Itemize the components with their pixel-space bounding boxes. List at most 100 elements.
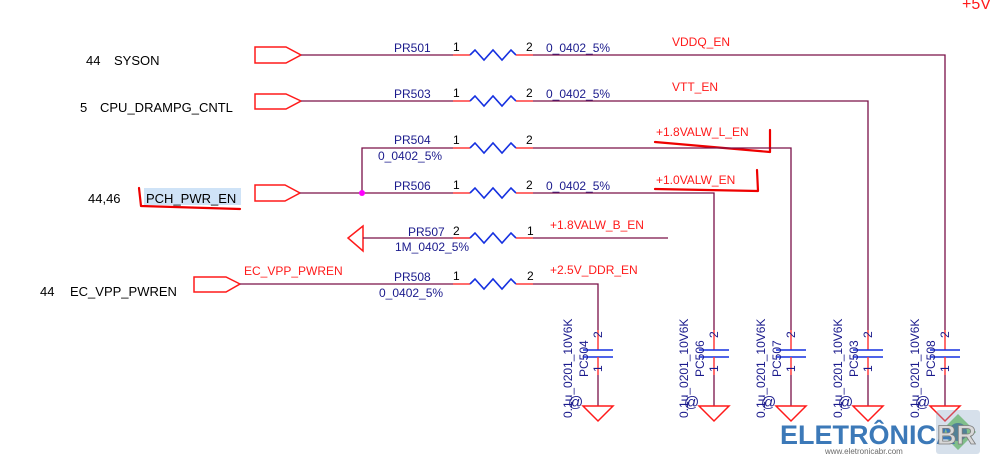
- resistor-icon: [469, 48, 517, 62]
- pin-number: 1: [453, 86, 460, 100]
- net-label: +1.0VALW_EN: [656, 173, 735, 187]
- capacitor-ref: PC507: [770, 340, 784, 377]
- resistor-ref: PR503: [394, 87, 431, 101]
- watermark-brand-suffix: BR: [937, 420, 976, 450]
- resistor-icon: [469, 141, 517, 155]
- resistor-value: 0_0402_5%: [546, 41, 610, 55]
- watermark-brand: ELETRÔNICA: [780, 419, 956, 450]
- pin-number: 1: [453, 133, 460, 147]
- resistor-pr501[interactable]: PR501 1 2 0_0402_5%: [394, 40, 610, 62]
- pin-number: 1: [591, 365, 605, 372]
- pin-number: 1: [453, 178, 460, 192]
- port-name: EC_VPP_PWREN: [70, 284, 177, 299]
- resistor-pr504[interactable]: PR504 1 2 0_0402_5%: [378, 133, 533, 163]
- port-name[interactable]: PCH_PWR_EN: [146, 191, 236, 206]
- resistor-icon: [469, 277, 517, 291]
- ground-icon: [928, 405, 962, 423]
- wire: [361, 147, 453, 193]
- resistor-icon: [469, 186, 517, 200]
- supply-label: +5V: [962, 0, 991, 13]
- pin-number: 2: [526, 86, 533, 100]
- input-port-icon[interactable]: [254, 184, 302, 202]
- output-port-icon[interactable]: [346, 224, 364, 253]
- pin-number: 2: [784, 331, 798, 338]
- resistor-value: 1M_0402_5%: [395, 240, 469, 254]
- net-label: +1.8VALW_L_EN: [656, 125, 749, 139]
- pin-number: 1: [784, 365, 798, 372]
- input-port-icon[interactable]: [254, 93, 303, 110]
- ground-icon: [697, 405, 731, 423]
- resistor-pr507[interactable]: PR507 2 1 1M_0402_5%: [395, 224, 534, 254]
- resistor-icon: [469, 231, 517, 245]
- net-syson: 44 SYSON: [86, 46, 453, 68]
- resistor-ref: PR504: [394, 133, 431, 147]
- selection-highlight: [144, 188, 241, 205]
- pin-number: 2: [526, 133, 533, 147]
- resistor-pr508[interactable]: PR508 1 2 0_0402_5%: [379, 269, 534, 300]
- net-label: VDDQ_EN: [672, 35, 730, 49]
- port-ref: 44,46: [88, 191, 121, 206]
- port-name: SYSON: [114, 53, 160, 68]
- option-marker: @: [684, 394, 699, 411]
- wire: [533, 147, 792, 330]
- pin-number: 1: [453, 40, 460, 54]
- pin-number: 2: [707, 331, 721, 338]
- ground-icon: [851, 405, 885, 423]
- resistor-value: 0_0402_5%: [379, 286, 443, 300]
- ground-icon: [581, 405, 615, 423]
- capacitor-value: 0.1u_0201_10V6K: [831, 319, 845, 418]
- annotation-underline: [653, 128, 772, 154]
- resistor-ref: PR507: [408, 225, 445, 239]
- watermark-logo: ELETRÔNICA BR www.eletronicabr.com: [780, 410, 980, 456]
- wire: [533, 54, 946, 330]
- resistor-ref: PR508: [394, 270, 431, 284]
- capacitor-value: 0.1u_0201_10V6K: [908, 319, 922, 418]
- option-marker: @: [838, 394, 853, 411]
- net-label: EC_VPP_PWREN: [244, 264, 343, 278]
- resistor-value: 0_0402_5%: [546, 179, 610, 193]
- pin-number: 1: [453, 269, 460, 283]
- ground-icon: [774, 405, 808, 423]
- input-port-icon[interactable]: [254, 46, 303, 64]
- option-marker: @: [568, 394, 583, 411]
- flag-circle-icon: [949, 423, 967, 441]
- resistor-value: 0_0402_5%: [378, 149, 442, 163]
- pin-number: 2: [526, 40, 533, 54]
- annotation-underline: [653, 168, 760, 193]
- watermark-url: www.eletronicabr.com: [824, 447, 903, 456]
- resistor-icon: [469, 94, 517, 108]
- pin-number: 2: [938, 331, 952, 338]
- wire: [533, 192, 715, 330]
- pin-number: 1: [707, 365, 721, 372]
- net-cpu-drampg-cntl: 5 CPU_DRAMPG_CNTL: [80, 93, 453, 115]
- resistor-pr503[interactable]: PR503 1 2 0_0402_5%: [394, 86, 610, 108]
- resistor-ref: PR506: [394, 179, 431, 193]
- capacitor-ref: PC503: [847, 340, 861, 377]
- port-ref: 5: [80, 100, 87, 115]
- input-port-icon[interactable]: [193, 276, 242, 293]
- resistor-pr506[interactable]: PR506 1 2 0_0402_5%: [394, 178, 610, 200]
- capacitor-ref: PC506: [693, 340, 707, 377]
- pin-number: 2: [526, 178, 533, 192]
- port-ref: 44: [86, 53, 100, 68]
- resistor-ref: PR501: [394, 41, 431, 55]
- pin-number: 2: [453, 224, 460, 238]
- capacitor-ref: PC504: [577, 340, 591, 377]
- pin-number: 1: [861, 365, 875, 372]
- option-marker: @: [761, 394, 776, 411]
- annotation-underline: [137, 186, 242, 211]
- resistor-value: 0_0402_5%: [546, 87, 610, 101]
- pin-number: 1: [938, 365, 952, 372]
- capacitor-ref: PC508: [924, 340, 938, 377]
- pin-number: 2: [527, 269, 534, 283]
- wire: [533, 283, 599, 330]
- port-ref: 44: [40, 284, 54, 299]
- pin-number: 2: [591, 331, 605, 338]
- capacitor-value: 0.1u_0201_10V6K: [561, 319, 575, 418]
